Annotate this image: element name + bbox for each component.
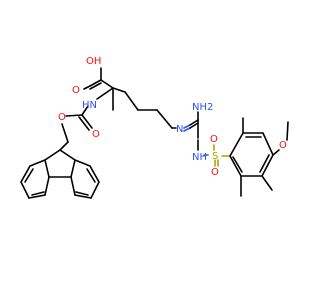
- bond: [259, 154, 270, 173]
- bond: [86, 168, 96, 183]
- bond-to-nh: [96, 87, 114, 100]
- atom-label-hydroxyl: OH: [86, 56, 101, 67]
- bond: [70, 159, 100, 199]
- bond-group-acid: [83, 67, 126, 111]
- bond: [61, 123, 69, 143]
- bond: [232, 156, 243, 173]
- bond: [189, 122, 199, 129]
- bond: [89, 82, 102, 90]
- atom-label-oxygen: O: [58, 112, 66, 123]
- bond: [78, 116, 90, 131]
- atom-label-amine: HN: [82, 100, 97, 111]
- structure-canvas: OH O HN O O N NH2 NH S O O O: [20, 56, 289, 199]
- bond: [156, 109, 173, 129]
- bond: [100, 79, 114, 89]
- atom-label-sulfonamide-nitrogen: NH: [192, 152, 207, 163]
- bond: [81, 114, 93, 129]
- atom-label-sulfur: S: [212, 151, 218, 162]
- bond: [20, 159, 50, 199]
- bond: [183, 124, 191, 129]
- bond-methyl: [286, 121, 289, 141]
- bond-group-sidechain: [124, 91, 199, 139]
- atom-label-amino: NH2: [192, 102, 213, 113]
- fluorene-rings: [20, 149, 100, 199]
- bond-group-sulfonyl: [197, 139, 231, 167]
- atom-label-imine-nitrogen: N: [176, 124, 183, 135]
- atom-label-sulfonyl-oxygen: O: [210, 134, 218, 145]
- bond: [83, 85, 91, 90]
- aryl-ring: [229, 117, 289, 197]
- bond-group-carbamate: [59, 105, 93, 151]
- bond: [44, 149, 76, 178]
- bond: [112, 87, 126, 93]
- bond: [65, 114, 83, 117]
- bond: [31, 191, 45, 196]
- bond: [124, 91, 139, 111]
- atom-label-methoxy-oxygen: O: [279, 140, 287, 151]
- atom-labels: OH O HN O O N NH2 NH S O O O: [58, 56, 287, 178]
- atom-label-sulfonyl-oxygen: O: [211, 167, 219, 178]
- bond: [59, 141, 69, 151]
- bond: [75, 191, 89, 196]
- bond: [89, 79, 102, 87]
- bond: [24, 168, 34, 183]
- atom-label-oxygen: O: [92, 129, 100, 140]
- bond-methyl: [261, 175, 273, 191]
- bond: [183, 127, 191, 132]
- bond: [272, 149, 280, 156]
- atom-label-oxygen: O: [72, 85, 80, 96]
- molecule-diagram: OH O HN O O N NH2 NH S O O O: [20, 56, 289, 199]
- bond: [189, 119, 199, 126]
- bond: [229, 132, 274, 177]
- bond: [81, 105, 89, 116]
